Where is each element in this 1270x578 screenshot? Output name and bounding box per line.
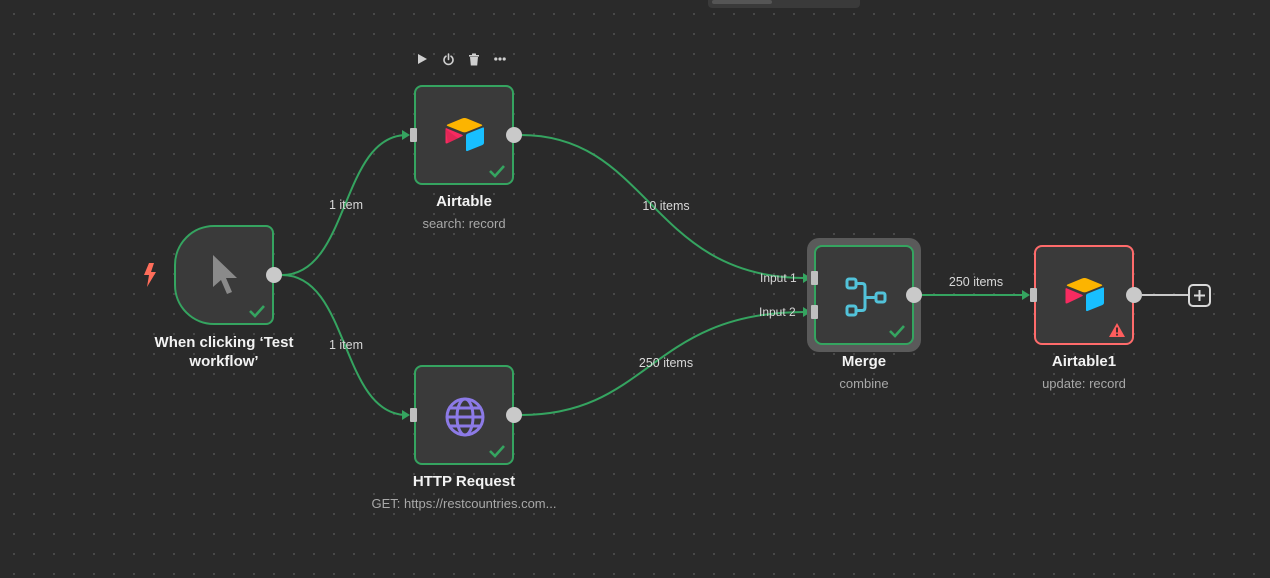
http-output-handle[interactable] xyxy=(506,407,522,423)
http-input-handle[interactable] xyxy=(410,408,417,422)
airtable1-output-handle[interactable] xyxy=(1126,287,1142,303)
airtable-logo xyxy=(445,118,484,152)
success-check-icon xyxy=(889,325,905,338)
edge-label-trigger-airtable: 1 item xyxy=(328,198,364,212)
arrow-airtable1-in xyxy=(1022,290,1030,300)
edge-http-merge[interactable] xyxy=(520,311,806,416)
node-subtitle-airtable: search: record xyxy=(422,216,506,231)
warning-icon[interactable] xyxy=(1108,322,1126,338)
merge-icon xyxy=(845,277,887,317)
node-title-airtable1: Airtable1 xyxy=(1051,353,1117,370)
node-title-merge: Merge xyxy=(841,353,887,370)
trigger-output-handle[interactable] xyxy=(266,267,282,283)
node-airtable[interactable] xyxy=(414,85,514,185)
airtable-logo xyxy=(1065,278,1104,312)
merge-input1-handle[interactable] xyxy=(811,271,818,285)
arrow-airtable-in xyxy=(402,130,410,140)
edge-label-airtable-merge: 10 items xyxy=(642,199,690,213)
airtable1-input-handle[interactable] xyxy=(1030,288,1037,302)
edge-label-trigger-http: 1 item xyxy=(328,338,364,352)
node-subtitle-merge: combine xyxy=(839,376,889,391)
edge-label-http-merge: 250 items xyxy=(638,356,694,370)
airtable-input-handle[interactable] xyxy=(410,128,417,142)
merge-input2-handle[interactable] xyxy=(811,305,818,319)
merge-input2-label: Input 2 xyxy=(759,305,796,319)
node-title-airtable: Airtable xyxy=(436,193,492,210)
pointer-icon xyxy=(213,255,237,294)
node-http-request[interactable] xyxy=(414,365,514,465)
success-check-icon xyxy=(489,445,505,458)
node-toolbar xyxy=(414,51,508,67)
top-panel-tab[interactable] xyxy=(708,0,860,8)
merge-output-handle[interactable] xyxy=(906,287,922,303)
node-subtitle-airtable1: update: record xyxy=(1042,376,1126,391)
play-icon[interactable] xyxy=(414,51,430,67)
node-title-http-request: HTTP Request xyxy=(412,473,516,490)
airtable-output-handle[interactable] xyxy=(506,127,522,143)
globe-icon xyxy=(445,397,485,437)
arrow-http-in xyxy=(402,410,410,420)
add-node-plus-icon[interactable] xyxy=(1188,284,1211,307)
edge-trigger-airtable[interactable] xyxy=(281,134,408,276)
node-airtable1[interactable] xyxy=(1034,245,1134,345)
lightning-bolt-icon xyxy=(144,263,156,287)
edge-label-merge-airtable1: 250 items xyxy=(948,275,1004,289)
power-icon[interactable] xyxy=(440,51,456,67)
success-check-icon xyxy=(249,305,265,318)
edge-trigger-http[interactable] xyxy=(281,274,408,416)
more-icon[interactable] xyxy=(492,51,508,67)
trash-icon[interactable] xyxy=(466,51,482,67)
success-check-icon xyxy=(489,165,505,178)
node-trigger[interactable] xyxy=(174,225,274,325)
node-title-trigger: When clicking ‘Test workflow’ xyxy=(154,334,294,370)
top-panel-tab-indicator xyxy=(712,0,772,4)
merge-input1-label: Input 1 xyxy=(760,271,797,285)
edge-airtable-merge[interactable] xyxy=(520,134,806,279)
node-subtitle-http-request: GET: https://restcountries.com... xyxy=(371,496,557,511)
node-merge[interactable] xyxy=(814,245,914,345)
